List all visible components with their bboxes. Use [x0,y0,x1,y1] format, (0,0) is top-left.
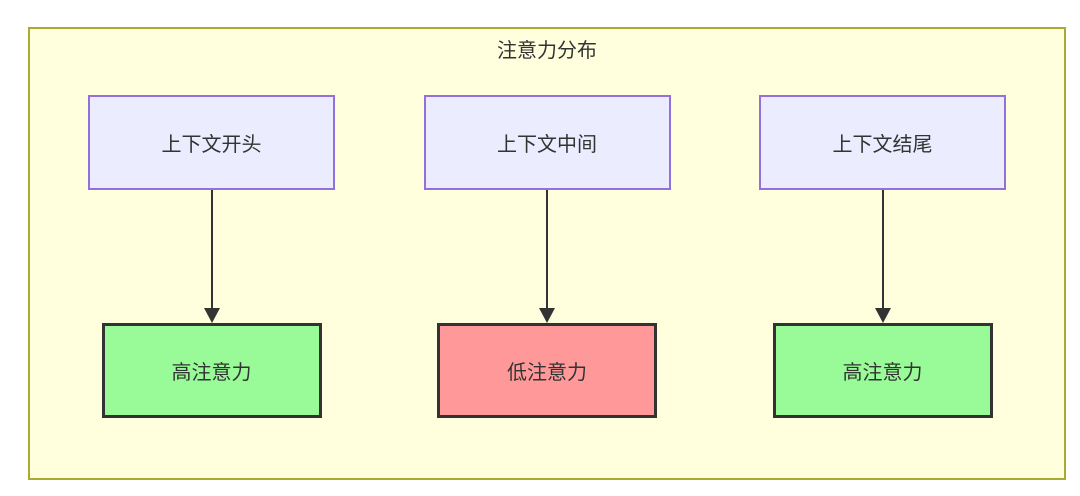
flow-column-context-start: 上下文开头 高注意力 [88,95,335,418]
node-low-attention-label: 低注意力 [507,362,587,384]
flow-columns: 上下文开头 高注意力 上下文中间 [30,95,1064,418]
arrow-line [546,190,548,309]
attention-distribution-subgraph: 注意力分布 上下文开头 高注意力 上下文中间 [28,27,1066,480]
arrow-connector [203,190,220,323]
node-high-attention-2-label: 高注意力 [842,362,923,384]
arrow-connector [874,190,891,323]
diagram-title: 注意力分布 [497,40,597,62]
node-high-attention-1-label: 高注意力 [171,362,252,384]
arrowhead-icon [874,308,891,323]
node-context-end: 上下文结尾 [759,95,1006,190]
arrowhead-icon [539,308,555,323]
node-context-end-label: 上下文结尾 [832,134,933,156]
flow-column-context-end: 上下文结尾 高注意力 [759,95,1006,418]
node-context-start: 上下文开头 [88,95,335,190]
node-context-start-label: 上下文开头 [161,134,262,156]
arrow-connector [539,190,555,323]
flow-column-context-middle: 上下文中间 低注意力 [423,95,671,418]
arrow-line [210,190,213,309]
arrowhead-icon [203,308,220,323]
node-context-middle: 上下文中间 [423,95,671,190]
node-high-attention-2: 高注意力 [772,323,993,418]
arrow-line [881,190,884,309]
node-low-attention: 低注意力 [437,323,657,418]
node-context-middle-label: 上下文中间 [497,134,597,156]
node-high-attention-1: 高注意力 [101,323,322,418]
